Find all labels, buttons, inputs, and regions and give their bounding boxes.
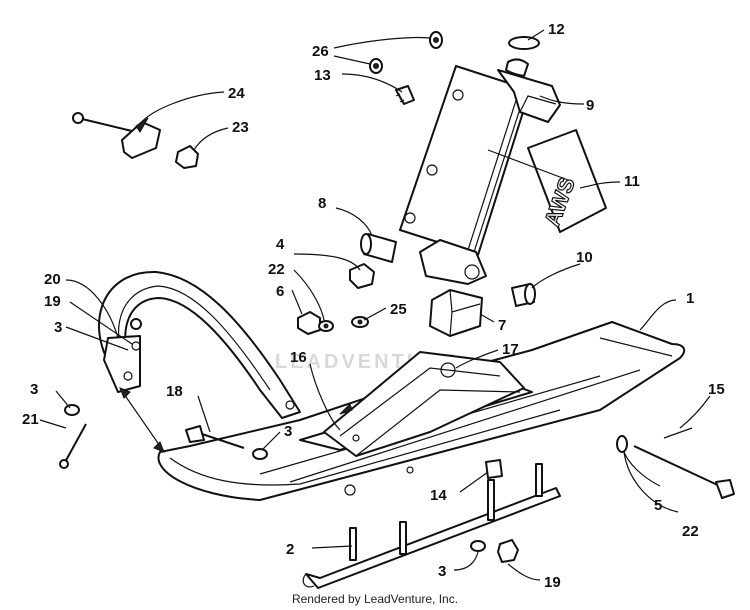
- callout-25: 25: [390, 301, 407, 318]
- callout-7: 7: [498, 317, 506, 334]
- hardware: [59, 318, 735, 563]
- connection-arrow: [119, 387, 165, 453]
- callout-22a: 22: [268, 261, 285, 278]
- callout-17: 17: [502, 341, 519, 358]
- callout-1: 1: [686, 290, 694, 307]
- callout-5: 5: [654, 497, 662, 514]
- callout-3a: 3: [54, 319, 62, 336]
- bracket-bolt: [72, 112, 199, 169]
- callout-2: 2: [286, 541, 294, 558]
- wear-bar: [302, 459, 561, 589]
- callout-6: 6: [276, 283, 284, 300]
- callout-4: 4: [276, 236, 285, 253]
- callout-11: 11: [624, 173, 640, 190]
- callout-26: 26: [312, 43, 329, 60]
- callout-19a: 19: [44, 293, 61, 310]
- callout-8: 8: [318, 195, 326, 212]
- ski-loop: [98, 270, 301, 419]
- callout-10: 10: [576, 249, 593, 266]
- callout-20: 20: [44, 271, 61, 288]
- callout-14: 14: [430, 487, 447, 504]
- callout-24: 24: [228, 85, 245, 102]
- callout-21: 21: [22, 411, 39, 428]
- ski-body: [157, 321, 686, 501]
- bushings: [360, 233, 536, 337]
- aws-decal: AWS: [527, 129, 607, 233]
- callout-16: 16: [290, 349, 307, 366]
- spindle-housing: [369, 31, 561, 256]
- render-credit: Rendered by LeadVenture, Inc.: [291, 592, 459, 606]
- callout-19b: 19: [544, 574, 561, 591]
- callout-22b: 22: [682, 523, 699, 540]
- fasteners: [297, 263, 375, 335]
- callout-3c: 3: [284, 423, 292, 440]
- callout-23: 23: [232, 119, 249, 136]
- callout-15: 15: [708, 381, 725, 398]
- callout-9: 9: [586, 97, 594, 114]
- callout-18: 18: [166, 383, 183, 400]
- callout-12: 12: [548, 21, 565, 38]
- callout-3b: 3: [30, 381, 38, 398]
- leader-lines: [39, 29, 711, 581]
- callout-13: 13: [314, 67, 331, 84]
- callout-labels: 1 2 3 3 3 3 4 5 6 7 8 9 10 11 12 13 14 1…: [22, 21, 725, 591]
- callout-3d: 3: [438, 563, 446, 580]
